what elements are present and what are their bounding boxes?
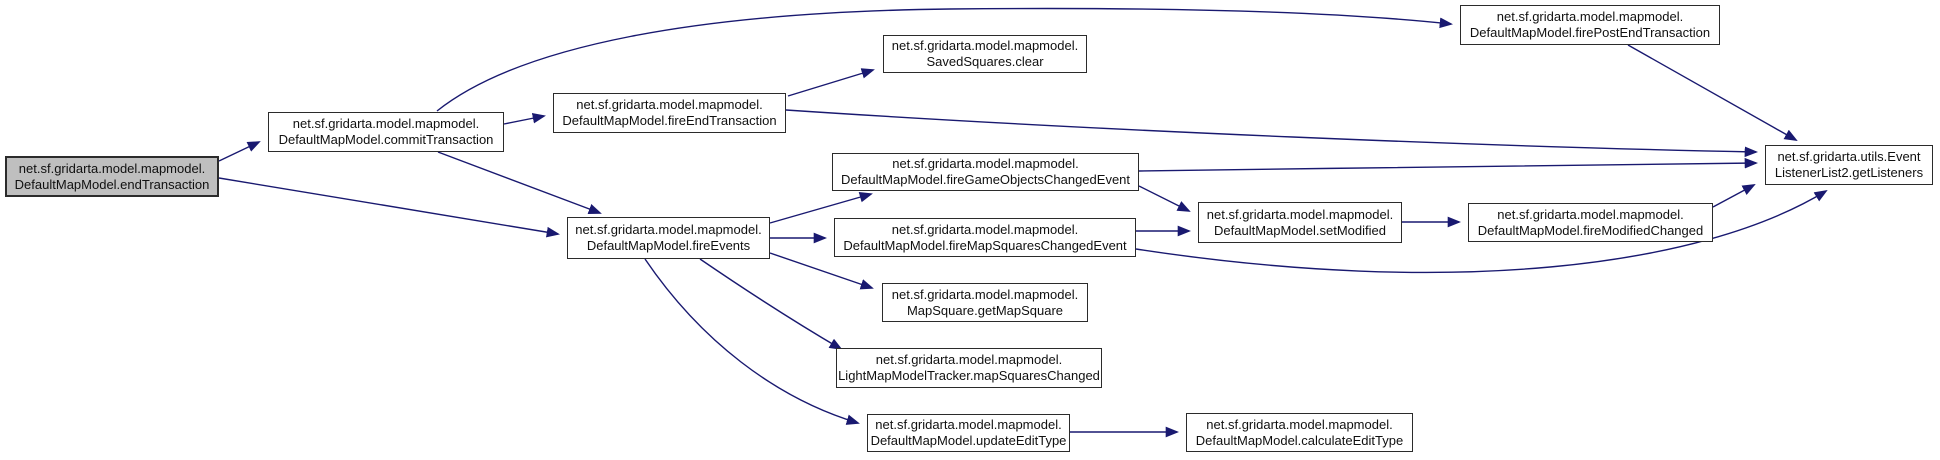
node-calculateEditType[interactable]: net.sf.gridarta.model.mapmodel.DefaultMa…	[1186, 413, 1413, 452]
node-fireEvents[interactable]: net.sf.gridarta.model.mapmodel.DefaultMa…	[567, 217, 770, 259]
node-label-line: net.sf.gridarta.model.mapmodel.	[18, 160, 206, 176]
node-savedSquaresClear[interactable]: net.sf.gridarta.model.mapmodel.SavedSqua…	[883, 35, 1087, 73]
edge-endTransaction-to-commitTransaction	[218, 141, 261, 162]
node-label-line: DefaultMapModel.updateEditType	[870, 433, 1067, 448]
node-label-line: DefaultMapModel.setModified	[1214, 222, 1386, 238]
node-label-line: net.sf.gridarta.model.mapmodel.	[875, 352, 1063, 367]
node-label-line: DefaultMapModel.fireGameObjectsChangedEv…	[840, 172, 1131, 187]
node-fireMapSquaresChangedEvent[interactable]: net.sf.gridarta.model.mapmodel.DefaultMa…	[834, 218, 1136, 257]
edge-commitTransaction-to-fireEvents	[437, 151, 602, 214]
node-label-line: DefaultMapModel.fireMapSquaresChangedEve…	[843, 237, 1127, 253]
edge-fireEvents-to-fireGameObjectsChangedEvent	[769, 192, 873, 224]
node-label-line: DefaultMapModel.endTransaction	[14, 176, 210, 192]
node-fireGameObjectsChangedEvent[interactable]: net.sf.gridarta.model.mapmodel.DefaultMa…	[832, 153, 1139, 191]
node-label-line: SavedSquares.clear	[926, 54, 1044, 69]
node-label-line: DefaultMapModel.fireEndTransaction	[562, 113, 777, 128]
edge-fireModifiedChanged-to-getListeners	[1712, 184, 1756, 208]
node-label-line: net.sf.gridarta.utils.Event	[1777, 149, 1921, 164]
node-fireEndTransaction[interactable]: net.sf.gridarta.model.mapmodel.DefaultMa…	[553, 93, 786, 133]
node-label-line: net.sf.gridarta.model.mapmodel.	[292, 116, 480, 131]
node-label-line: DefaultMapModel.firePostEndTransaction	[1469, 25, 1711, 40]
node-endTransaction[interactable]: net.sf.gridarta.model.mapmodel.DefaultMa…	[5, 156, 219, 197]
node-label-line: net.sf.gridarta.model.mapmodel.	[575, 222, 762, 237]
edge-commitTransaction-to-fireEndTransaction	[503, 113, 546, 125]
node-updateEditType[interactable]: net.sf.gridarta.model.mapmodel.DefaultMa…	[867, 414, 1070, 452]
node-label-line: ListenerList2.getListeners	[1774, 165, 1924, 180]
edge-fireEndTransaction-to-getListeners	[785, 109, 1758, 158]
node-label-line: MapSquare.getMapSquare	[906, 302, 1064, 318]
edge-fireMapSquaresChangedEvent-to-getListeners	[1135, 189, 1828, 274]
node-label-line: net.sf.gridarta.model.mapmodel.	[1206, 206, 1394, 222]
node-label-line: DefaultMapModel.commitTransaction	[278, 132, 494, 147]
node-label-line: DefaultMapModel.fireModifiedChanged	[1477, 222, 1704, 238]
node-commitTransaction[interactable]: net.sf.gridarta.model.mapmodel.DefaultMa…	[268, 112, 504, 152]
node-firePostEndTransaction[interactable]: net.sf.gridarta.model.mapmodel.DefaultMa…	[1460, 5, 1720, 45]
node-label-line: net.sf.gridarta.model.mapmodel.	[576, 97, 763, 112]
node-fireModifiedChanged[interactable]: net.sf.gridarta.model.mapmodel.DefaultMa…	[1468, 203, 1713, 242]
node-label-line: DefaultMapModel.fireEvents	[586, 238, 751, 253]
node-label-line: LightMapModelTracker.mapSquaresChanged	[838, 368, 1100, 383]
node-label-line: net.sf.gridarta.model.mapmodel.	[892, 156, 1079, 171]
node-label-line: net.sf.gridarta.model.mapmodel.	[891, 286, 1079, 302]
node-label-line: DefaultMapModel.calculateEditType	[1195, 432, 1404, 448]
edge-fireGameObjectsChangedEvent-to-getListeners	[1138, 157, 1758, 172]
node-label-line: net.sf.gridarta.model.mapmodel.	[1496, 9, 1684, 24]
edge-fireEndTransaction-to-savedSquaresClear	[787, 68, 875, 97]
edge-fireGameObjectsChangedEvent-to-setModified	[1138, 185, 1191, 212]
node-label-line: net.sf.gridarta.model.mapmodel.	[1497, 206, 1684, 222]
edge-fireEvents-to-updateEditType	[644, 258, 860, 425]
edge-fireEvents-to-getMapSquare	[769, 252, 874, 290]
node-setModified[interactable]: net.sf.gridarta.model.mapmodel.DefaultMa…	[1198, 202, 1402, 243]
node-label-line: net.sf.gridarta.model.mapmodel.	[1206, 416, 1393, 432]
node-label-line: net.sf.gridarta.model.mapmodel.	[891, 221, 1079, 237]
node-label-line: net.sf.gridarta.model.mapmodel.	[875, 417, 1062, 432]
edge-endTransaction-to-fireEvents	[218, 177, 560, 238]
node-mapSquaresChanged[interactable]: net.sf.gridarta.model.mapmodel.LightMapM…	[836, 348, 1102, 388]
edge-firePostEndTransaction-to-getListeners	[1627, 44, 1798, 141]
edge-commitTransaction-to-firePostEndTransaction	[436, 7, 1453, 112]
node-label-line: net.sf.gridarta.model.mapmodel.	[891, 38, 1079, 53]
edge-fireEvents-to-mapSquaresChanged	[699, 258, 843, 351]
node-getMapSquare[interactable]: net.sf.gridarta.model.mapmodel.MapSquare…	[882, 283, 1088, 322]
